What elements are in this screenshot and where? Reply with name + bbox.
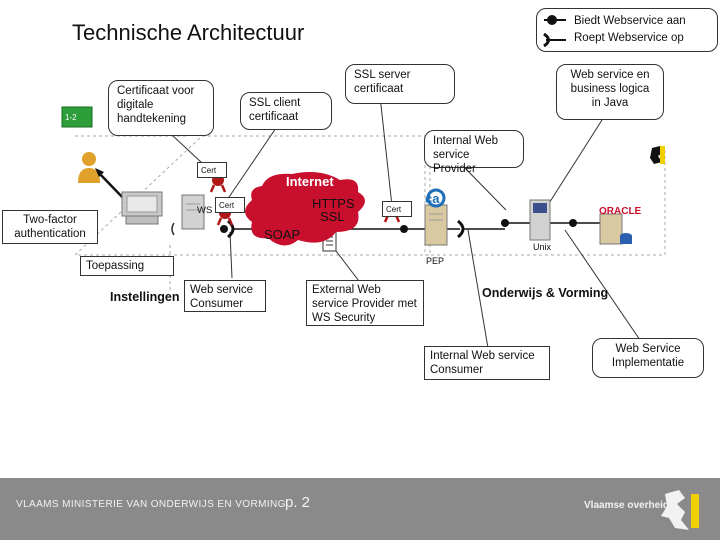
page-number: p. 2 <box>285 494 311 511</box>
callout-ssl-client: SSL client certificaat <box>240 92 332 130</box>
callout-internal-consumer: Internal Web service Consumer <box>424 346 550 380</box>
onderwijs-region <box>424 147 666 256</box>
cert-label: Cert <box>215 197 245 213</box>
unix-label: Unix <box>533 242 552 252</box>
app-server-icon <box>181 194 205 230</box>
toepassing-label: Toepassing <box>80 256 174 276</box>
callout-web-service-impl: Web Service Implementatie <box>592 338 704 378</box>
page-title: Technische Architectuur <box>72 20 305 45</box>
callout-cert-signature: Certificaat voor digitale handtekening <box>108 80 214 136</box>
footer-ministry: VLAAMS MINISTERIE VAN ONDERWIJS EN VORMI… <box>16 499 286 510</box>
legend-consumes: Roept Webservice op <box>574 32 684 44</box>
instellingen-label: Instellingen <box>110 290 180 304</box>
provides-icon <box>547 15 557 25</box>
oracle-logo-label: ORACLE <box>599 206 642 217</box>
client-pc-icon <box>121 191 163 225</box>
soap-label: SOAP <box>264 227 301 242</box>
java-server-icon <box>529 199 551 241</box>
internet-label: Internet <box>286 174 334 189</box>
architecture-diagram <box>61 95 666 349</box>
smart-card-icon <box>61 106 93 128</box>
ssl-label: SSL <box>320 209 345 224</box>
ca-logo-label: ca <box>425 191 440 206</box>
user-icon <box>78 152 100 183</box>
ws-label: WS <box>197 205 213 216</box>
callout-internal-provider: Internal Web service Provider <box>424 130 524 175</box>
vlaamse-leeuw-logo-icon <box>661 490 699 530</box>
legend-provides: Biedt Webservice aan <box>574 15 686 27</box>
legend-symbols <box>543 15 566 48</box>
https-label: HTTPS <box>312 196 355 211</box>
footer-bar <box>0 478 720 540</box>
onderwijs-label: Onderwijs & Vorming <box>482 286 609 300</box>
cert-label: Cert <box>382 201 412 217</box>
pep-server-icon <box>424 204 448 246</box>
consumes-icon <box>543 32 550 48</box>
cert-label: Cert <box>197 162 227 178</box>
callout-web-service-consumer: Web service Consumer <box>184 280 266 312</box>
two-factor-label: Two-factor authentication <box>2 210 98 244</box>
legend <box>536 8 718 52</box>
callout-external-provider: External Web service Provider met WS Sec… <box>306 280 424 326</box>
footer-brand: Vlaamse overheid <box>584 500 670 511</box>
smart-card-label: 1-2 <box>65 113 77 122</box>
toepassing-region <box>73 135 431 256</box>
flemish-lion-icon <box>650 146 665 164</box>
internet-cloud-icon <box>245 172 365 246</box>
pep-label: PEP <box>426 256 445 266</box>
callout-web-service-java: Web service en business logica in Java <box>556 64 664 120</box>
oracle-db-icon <box>599 213 632 245</box>
callout-ssl-server: SSL server certificaat <box>345 64 455 104</box>
ca-logo-icon <box>426 188 446 208</box>
